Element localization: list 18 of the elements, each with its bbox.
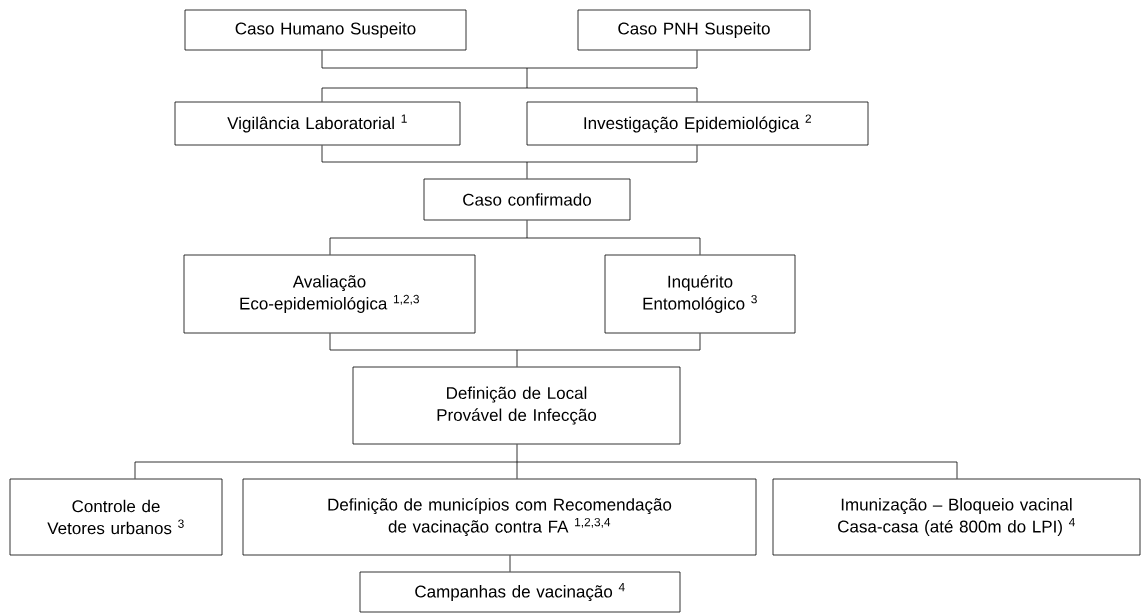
- connector-line: [329, 333, 701, 367]
- process-box: Inquérito Entomológico $^{3}$: [604, 254, 796, 334]
- connector-line: [509, 555, 511, 572]
- process-box: Definição de municípios com Recomendação de vacinação contra FA $^{1,2,3,4}$: [242, 478, 757, 556]
- process-box: Definição de Local Provável de Infecção: [352, 366, 681, 445]
- process-box: Campanhas de vacinação $^{4}$: [359, 571, 681, 613]
- process-box: Avaliação Eco-epidemiológica $^{1,2,3}$: [183, 254, 476, 334]
- process-box: Caso PNH Suspeito: [577, 9, 811, 51]
- connector-line: [134, 444, 958, 479]
- process-box: Caso confirmado: [423, 178, 631, 221]
- process-box: Vigilância Laboratorial $^{1}$: [174, 101, 461, 146]
- process-box: Imunização – Bloqueio vacinal Casa-casa (até 800m do LPI) $^{4}$: [772, 478, 1141, 556]
- process-box: Caso Humano Suspeito: [184, 9, 467, 51]
- process-box: Controle de Vetores urbanos $^{3}$: [9, 478, 223, 556]
- connector-line: [321, 145, 698, 179]
- connector-line: [321, 50, 698, 102]
- process-box: Investigação Epidemiológica $^{2}$: [526, 101, 869, 146]
- connector-line: [329, 220, 701, 255]
